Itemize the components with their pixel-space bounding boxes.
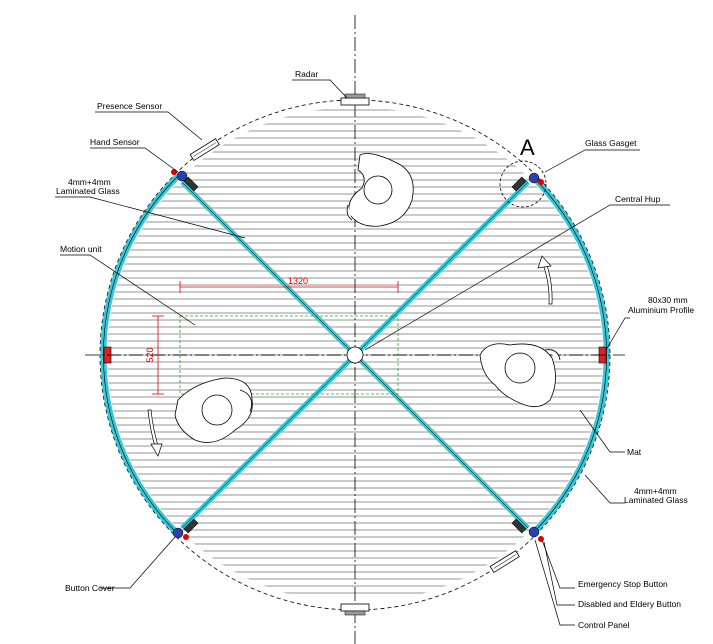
height-dimension [152, 315, 164, 395]
glass-gasket-button [528, 172, 544, 185]
laminated-glass-bottom-label-1: 4mm+4mm [634, 486, 677, 496]
leader-lines [55, 79, 670, 626]
detail-a-circle [499, 160, 547, 208]
curved-glass-right-edge [531, 175, 607, 535]
emergency-stop-label: Emergency Stop Button [578, 579, 668, 589]
height-dimension-label: 520 [145, 347, 155, 362]
radar-label: Radar [295, 69, 318, 79]
hand-sensor-label: Hand Sensor [90, 137, 140, 147]
width-dimension [179, 281, 399, 293]
presence-sensor-label: Presence Sensor [97, 101, 162, 111]
person-top [346, 153, 414, 227]
central-hub [346, 346, 364, 364]
radar-top [340, 93, 370, 106]
presence-sensor-bottom [489, 550, 520, 574]
rotation-arrow-right [537, 255, 553, 305]
button-cover-label: Button Cover [65, 583, 115, 593]
mat-label: Mat [627, 447, 642, 457]
width-dimension-label: 1320 [288, 276, 308, 286]
disabled-button-label: Disabled and Eldery Button [578, 599, 681, 609]
button-cover [172, 527, 189, 540]
motion-unit-label: Motion unit [60, 244, 102, 254]
person-left [174, 377, 253, 443]
radar-bottom [340, 603, 370, 616]
presence-sensor [189, 138, 220, 162]
control-panel-label: Control Panel [578, 620, 630, 630]
aluminium-profile-label-1: 80x30 mm [648, 295, 688, 305]
laminated-glass-top-label-2: Laminated Glass [56, 186, 120, 196]
motion-unit-box [179, 315, 399, 395]
central-hub-label: Central Hup [615, 194, 661, 204]
glass-gasket-label: Glass Gasget [585, 138, 637, 148]
person-right [479, 343, 561, 408]
wing-clamps [183, 176, 527, 534]
rotation-arrow-left [147, 409, 163, 457]
detail-a-marker: A [520, 135, 535, 160]
laminated-glass-bottom-label-2: Laminated Glass [624, 495, 688, 505]
aluminium-profile-label-2: Aluminium Profile [628, 305, 694, 315]
laminated-glass-top-label-1: 4mm+4mm [68, 177, 111, 187]
